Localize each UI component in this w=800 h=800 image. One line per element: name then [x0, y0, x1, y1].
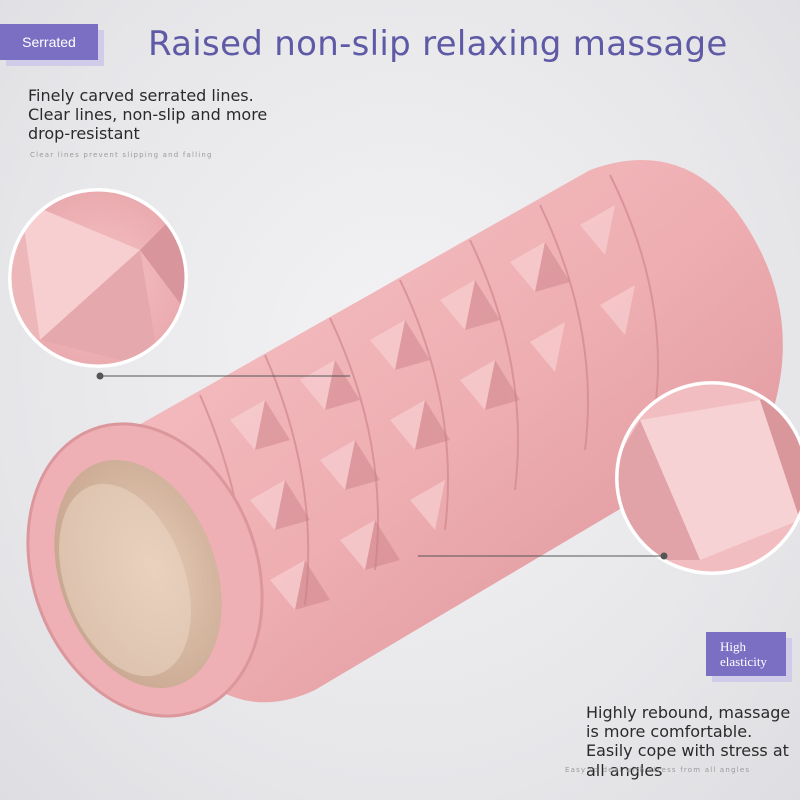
zoom-detail-serrated: [8, 188, 188, 368]
serrated-tag: Serrated: [0, 24, 98, 60]
roller-body: [26, 160, 783, 718]
elasticity-caption: Easy to deal with stress from all angles: [565, 766, 751, 774]
elasticity-tag: High elasticity: [706, 632, 786, 676]
serrated-caption: Clear lines prevent slipping and falling: [30, 151, 213, 159]
page-title: Raised non-slip relaxing massage: [148, 24, 728, 64]
zoom-detail-elasticity: [615, 381, 800, 575]
callout-line-left: [96, 372, 350, 380]
elasticity-description: Highly rebound, massage is more comforta…: [586, 703, 791, 780]
serrated-description: Finely carved serrated lines. Clear line…: [28, 86, 268, 144]
callout-line-right: [418, 552, 668, 560]
